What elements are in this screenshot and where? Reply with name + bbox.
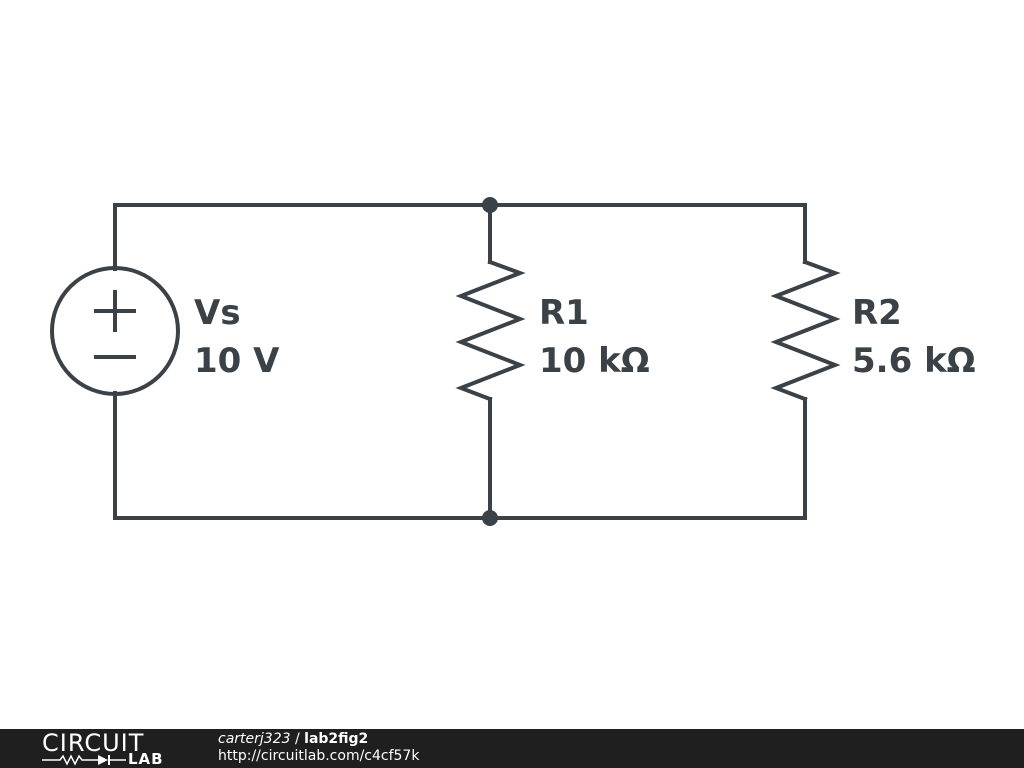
junction-dot-top [482,197,498,213]
logo-text-circuit: CIRCUIT [42,729,145,757]
source-name-label: Vs [194,293,241,333]
voltage-source [50,266,180,396]
r2-name-label: R2 [852,293,902,333]
logo-text-lab: LAB [128,750,164,768]
author-link[interactable]: carterj323 [218,731,291,747]
resistor-r1 [455,203,526,520]
schematic-canvas: Vs 10 V R1 10 kΩ R2 5.6 kΩ [50,197,976,526]
r1-value-label: 10 kΩ [539,341,650,381]
r2-zigzag [770,259,841,402]
bottom-wire [113,391,807,520]
voltage-source-circle [50,266,180,396]
r1-name-label: R1 [539,293,589,333]
circuitlab-logo[interactable]: CIRCUIT LAB [42,731,182,767]
r2-value-label: 5.6 kΩ [852,341,976,381]
r1-zigzag [455,259,526,402]
footer-bar: CIRCUIT LAB carterj323 / lab2fig2 http:/… [0,729,1024,768]
source-value-label: 10 V [194,341,280,381]
schematic-meta: carterj323 / lab2fig2 http://circuitlab.… [218,731,419,765]
resistor-r2 [770,259,841,402]
schematic-title-link[interactable]: lab2fig2 [304,731,369,747]
author-title-line: carterj323 / lab2fig2 [218,731,419,748]
schematic-url[interactable]: http://circuitlab.com/c4cf57k [218,748,420,764]
resistor-diode-icon [42,754,126,766]
junction-dot-bottom [482,510,498,526]
path-separator: / [290,731,305,747]
top-wire [113,203,807,271]
